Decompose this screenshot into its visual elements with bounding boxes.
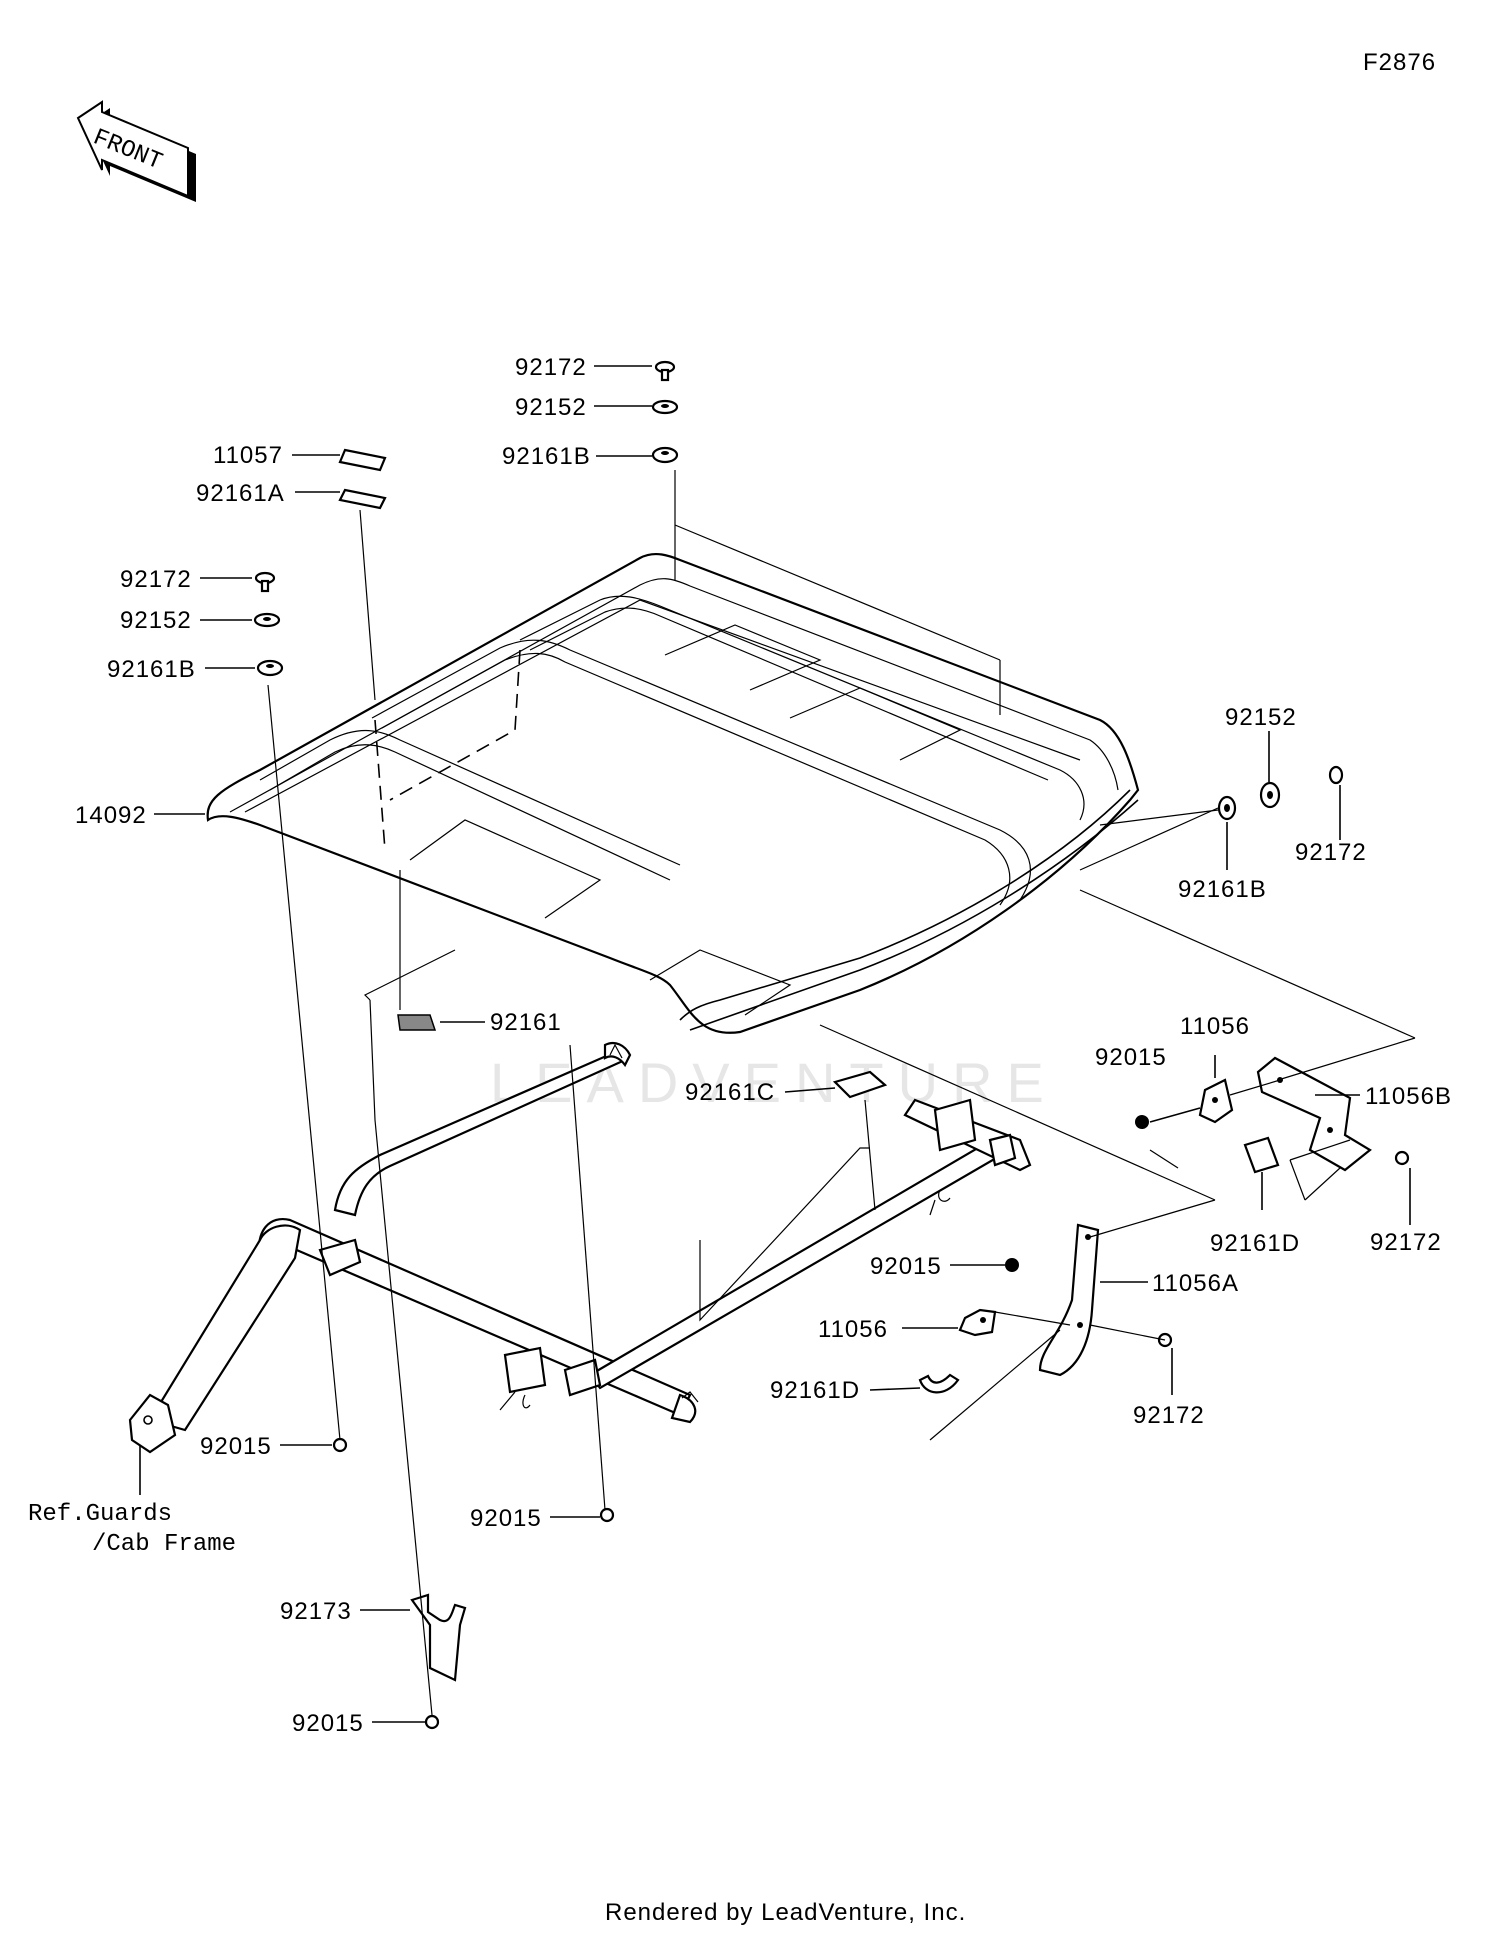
label-92172-mid: 92172 — [1133, 1402, 1205, 1429]
nut-92015-left-icon — [332, 1437, 348, 1453]
label-92161B-right: 92161B — [1178, 876, 1267, 903]
nut-92015-mid-icon — [1005, 1258, 1019, 1272]
plate-92161A-icon — [338, 488, 387, 510]
grommet-right-icon — [1217, 795, 1237, 821]
label-92161B-top: 92161B — [502, 443, 591, 470]
label-11057: 11057 — [213, 442, 283, 469]
grommet-top-icon — [651, 446, 679, 464]
screw-right-icon — [1328, 765, 1344, 785]
label-92161C: 92161C — [685, 1079, 775, 1106]
label-11056-mid: 11056 — [818, 1316, 888, 1343]
label-92172-right: 92172 — [1295, 839, 1367, 866]
plate-11057-icon — [338, 448, 387, 472]
label-92161B-left: 92161B — [107, 656, 196, 683]
clamp-92173-icon — [410, 1593, 467, 1682]
screw-br-icon — [1394, 1150, 1410, 1166]
label-92015-mid: 92015 — [870, 1253, 942, 1280]
label-92173: 92173 — [280, 1598, 352, 1625]
label-92172-top: 92172 — [515, 354, 587, 381]
washer-right-icon — [1259, 781, 1281, 809]
label-92161: 92161 — [490, 1009, 562, 1036]
screw-left-icon — [254, 571, 276, 593]
label-11056B: 11056B — [1365, 1083, 1452, 1110]
grommet-left-icon — [256, 659, 284, 677]
label-11056-right: 11056 — [1180, 1013, 1250, 1040]
footer-credit: Rendered by LeadVenture, Inc. — [605, 1899, 966, 1926]
bracket-11056-mid-icon — [958, 1308, 997, 1337]
label-92015-right: 92015 — [1095, 1044, 1167, 1071]
label-92015-bottom: 92015 — [292, 1710, 364, 1737]
bracket-11056A-icon — [1038, 1223, 1100, 1377]
diagram-code: F2876 — [1363, 49, 1436, 76]
washer-left-icon — [253, 612, 281, 628]
nut-92015-center-icon — [599, 1507, 615, 1523]
screw-top-icon — [654, 360, 676, 382]
label-92015-center: 92015 — [470, 1505, 542, 1532]
label-92152-top: 92152 — [515, 394, 587, 421]
clip-92161D-mid-icon — [918, 1373, 960, 1394]
label-92161A: 92161A — [196, 480, 285, 507]
pad-92161-icon — [397, 1014, 437, 1031]
clip-92161D-right-icon — [1243, 1136, 1280, 1174]
watermark-text: LEADVENTURE — [490, 1051, 1058, 1114]
label-11056A: 11056A — [1152, 1270, 1239, 1297]
cab-frame — [128, 1041, 1032, 1454]
pad-92161C-icon — [832, 1070, 888, 1099]
label-92152-left: 92152 — [120, 607, 192, 634]
label-92161D-right: 92161D — [1210, 1230, 1300, 1257]
washer-top-icon — [651, 399, 679, 415]
label-92172-br: 92172 — [1370, 1229, 1442, 1256]
label-92015-left: 92015 — [200, 1433, 272, 1460]
label-14092: 14092 — [75, 802, 147, 829]
reference-note-line2: /Cab Frame — [92, 1531, 236, 1558]
leader-lines — [139, 365, 1416, 1723]
label-92152-right: 92152 — [1225, 704, 1297, 731]
bracket-11056-right-icon — [1198, 1078, 1234, 1124]
label-92172-left: 92172 — [120, 566, 192, 593]
label-92161D-mid: 92161D — [770, 1377, 860, 1404]
nut-92015-bottom-icon — [424, 1714, 440, 1730]
reference-note-line1: Ref.Guards — [28, 1501, 172, 1528]
roof-panel — [206, 552, 1140, 1034]
nut-92015-right-icon — [1135, 1115, 1149, 1129]
front-direction-arrow-icon: FRONT — [76, 100, 196, 202]
